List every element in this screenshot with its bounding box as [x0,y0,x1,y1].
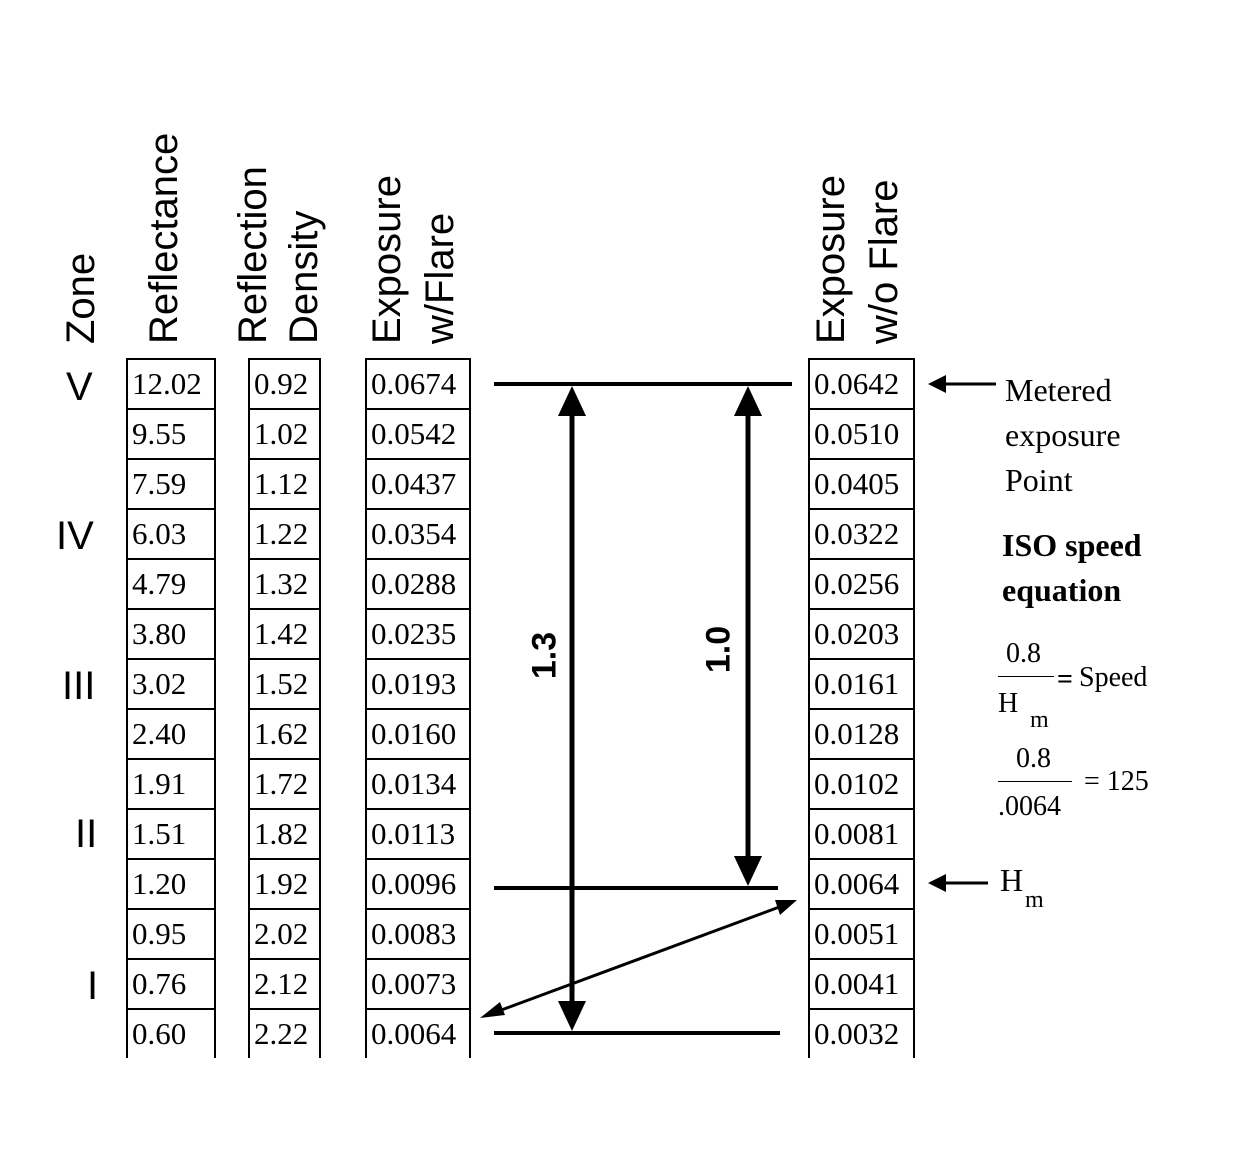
exposure-without-flare-cell: 0.0161 [810,660,913,710]
exposure-with-flare-cell: 0.0073 [367,960,469,1010]
range-1-0-arrowhead-bottom [734,856,762,886]
reflection-density-cell: 1.32 [250,560,319,610]
hm-label: H [1000,862,1024,898]
diagonal-link-arrowhead-right [775,900,797,915]
exposure-with-flare-cell: 0.0134 [367,760,469,810]
eq2-denominator: .0064 [998,791,1061,822]
eq1-numerator: 0.8 [1006,638,1041,669]
reflection-density-cell: 1.82 [250,810,319,860]
range-without-flare-label: 1.0 [699,625,738,674]
zone-label-ii: II [75,812,98,856]
reflectance-cell: 6.03 [128,510,214,560]
reflectance-cell: 1.20 [128,860,214,910]
exposure-with-flare-cell: 0.0674 [367,360,469,410]
diagonal-link-arrow-shaft [495,904,783,1014]
exposure-without-flare-cell: 0.0256 [810,560,913,610]
zone-label-iv: IV [56,514,94,558]
eq2-result: = 125 [1084,766,1149,797]
exposure-without-flare-cell: 0.0102 [810,760,913,810]
metered-note-line1: Metered [1005,372,1112,408]
reflectance-cell: 4.79 [128,560,214,610]
reflection-density-cell: 2.02 [250,910,319,960]
reflectance-cell: 1.91 [128,760,214,810]
eq2-numerator: 0.8 [1016,743,1051,774]
eq1-fraction-bar [998,676,1054,677]
exposure-without-flare-cell: 0.0081 [810,810,913,860]
exposure-without-flare-cell: 0.0203 [810,610,913,660]
eq1-denominator-h: H [998,688,1019,719]
exposure-with-flare-cell: 0.0437 [367,460,469,510]
exposure-without-flare-cell: 0.0322 [810,510,913,560]
reflection-density-cell: 1.72 [250,760,319,810]
range-1-3-arrowhead-bottom [558,1001,586,1031]
diagonal-link-arrowhead-left [480,1002,505,1018]
eq1-equals: = [1057,664,1073,695]
reflection-density-cell: 2.12 [250,960,319,1010]
reflection-density-cell: 1.02 [250,410,319,460]
exposure-with-flare-cell: 0.0235 [367,610,469,660]
exposure-without-flare-cell: 0.0032 [814,1016,900,1051]
exposure-without-flare-cell: 0.0051 [810,910,913,960]
exposure-with-flare-cell: 0.0288 [367,560,469,610]
exposure-with-flare-cell: 0.0354 [367,510,469,560]
exposure-with-flare-cell: 0.0064 [371,1016,457,1051]
hm-label-sub: m [1025,887,1044,913]
exposure-with-flare-cell: 0.0160 [367,710,469,760]
reflectance-cell: 0.95 [128,910,214,960]
reflectance-cell: 2.40 [128,710,214,760]
reflection-density-cell: 1.62 [250,710,319,760]
iso-speed-title-line2: equation [1002,572,1122,608]
exposure-without-flare-cell: 0.0064 [810,860,913,910]
reflection-density-cell: 1.12 [250,460,319,510]
exposure-without-flare-cell: 0.0510 [810,410,913,460]
metered-note-line3: Point [1005,462,1073,498]
metered-note-line2: exposure [1005,417,1121,453]
exposure-with-flare-cell: 0.0542 [367,410,469,460]
reflection-density-cell: 1.42 [250,610,319,660]
reflection-density-cell: 1.22 [250,510,319,560]
reflection-density-cell: 2.22 [254,1016,309,1051]
reflectance-cell: 9.55 [128,410,214,460]
reflectance-cell: 3.80 [128,610,214,660]
range-1-3-arrowhead-top [558,386,586,416]
reflection-density-cell: 1.52 [250,660,319,710]
reflectance-cell: 1.51 [128,810,214,860]
zone-label-iii: III [62,664,96,708]
range-1-0-arrowhead-top [734,386,762,416]
iso-speed-title-line1: ISO speed [1002,527,1142,563]
range-with-flare-label: 1.3 [525,631,564,680]
exposure-with-flare-cell: 0.0096 [367,860,469,910]
exposure-with-flare-cell: 0.0113 [367,810,469,860]
reflection-density-cell: 0.92 [250,360,319,410]
exposure-without-flare-cell: 0.0642 [810,360,913,410]
reflectance-cell: 3.02 [128,660,214,710]
reflectance-cell: 7.59 [128,460,214,510]
eq1-denominator-sub: m [1030,707,1049,733]
exposure-with-flare-cell: 0.0193 [367,660,469,710]
reflectance-cell: 0.76 [128,960,214,1010]
eq2-fraction-bar [998,781,1072,782]
hm-arrowhead [928,874,946,892]
exposure-with-flare-cell: 0.0083 [367,910,469,960]
exposure-without-flare-cell: 0.0405 [810,460,913,510]
zone-label-v: V [66,365,93,409]
eq1-result: Speed [1079,662,1148,693]
reflection-density-cell: 1.92 [250,860,319,910]
reflectance-cell: 12.02 [128,360,214,410]
reflectance-cell: 0.60 [132,1016,187,1051]
metered-point-arrowhead [928,375,946,393]
exposure-without-flare-cell: 0.0041 [810,960,913,1010]
eq1-denominator: H [998,690,1018,718]
zone-label-i: I [87,964,99,1008]
exposure-without-flare-cell: 0.0128 [810,710,913,760]
